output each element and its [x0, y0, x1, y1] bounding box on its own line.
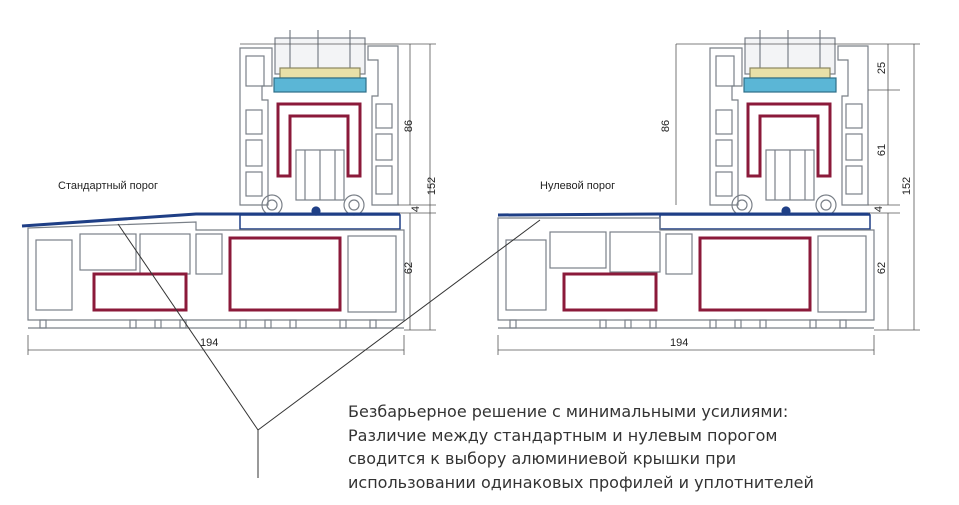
- reinforcement-box-right-large: [698, 236, 812, 312]
- standard-threshold-title: Стандартный порог: [58, 180, 159, 192]
- reinforcement-box-left-large: [228, 236, 342, 312]
- reinforcement-box-left-small: [92, 272, 188, 312]
- zero-threshold-title: Нулевой порог: [540, 180, 616, 192]
- threshold-frame-left: [27, 221, 405, 321]
- caption-line-2: Различие между стандартным и нулевым пор…: [348, 425, 778, 445]
- sash-profile-left-r: [709, 47, 743, 206]
- dim-right-4: 4: [873, 205, 886, 213]
- dim-right-61: 61: [876, 143, 889, 157]
- caption-block: Безбарьерное решение с минимальными усил…: [348, 400, 948, 494]
- sash-profile-right: [367, 45, 399, 206]
- aluminium-cover-standard: [21, 212, 400, 228]
- dim-right-62: 62: [876, 261, 889, 275]
- dim-left-4: 4: [410, 205, 423, 213]
- dim-right-194: 194: [670, 337, 689, 349]
- caption-line-4: использовании одинаковых профилей и упло…: [348, 472, 814, 492]
- dim-right-152: 152: [901, 176, 914, 196]
- sash-profile-right-r: [837, 45, 869, 206]
- dim-right-25: 25: [876, 61, 889, 75]
- threshold-frame-right: [497, 217, 875, 321]
- leader-lines: [117, 219, 541, 478]
- dim-left-86: 86: [403, 119, 416, 133]
- aluminium-cover-zero: [497, 212, 870, 217]
- steel-reinforcement-right: [746, 102, 832, 178]
- dimension-lines-left: [27, 43, 436, 355]
- caption-line-1: Безбарьерное решение с минимальными усил…: [348, 402, 789, 421]
- steel-reinforcement-left: [276, 102, 362, 178]
- zero-threshold-section: [497, 30, 875, 329]
- dim-left-194: 194: [200, 337, 219, 349]
- standard-threshold-section: [21, 30, 405, 329]
- caption-line-3: сводится к выбору алюминиевой крышки при: [348, 449, 737, 468]
- dimension-lines-right: [497, 43, 920, 355]
- glass-spacer-left: [273, 77, 367, 93]
- reinforcement-box-right-small: [562, 272, 658, 312]
- dim-left-62: 62: [403, 261, 416, 275]
- sash-profile-left: [239, 47, 273, 206]
- dim-left-152: 152: [426, 176, 439, 196]
- glass-spacer-right: [743, 77, 837, 93]
- dim-right-86: 86: [660, 119, 673, 133]
